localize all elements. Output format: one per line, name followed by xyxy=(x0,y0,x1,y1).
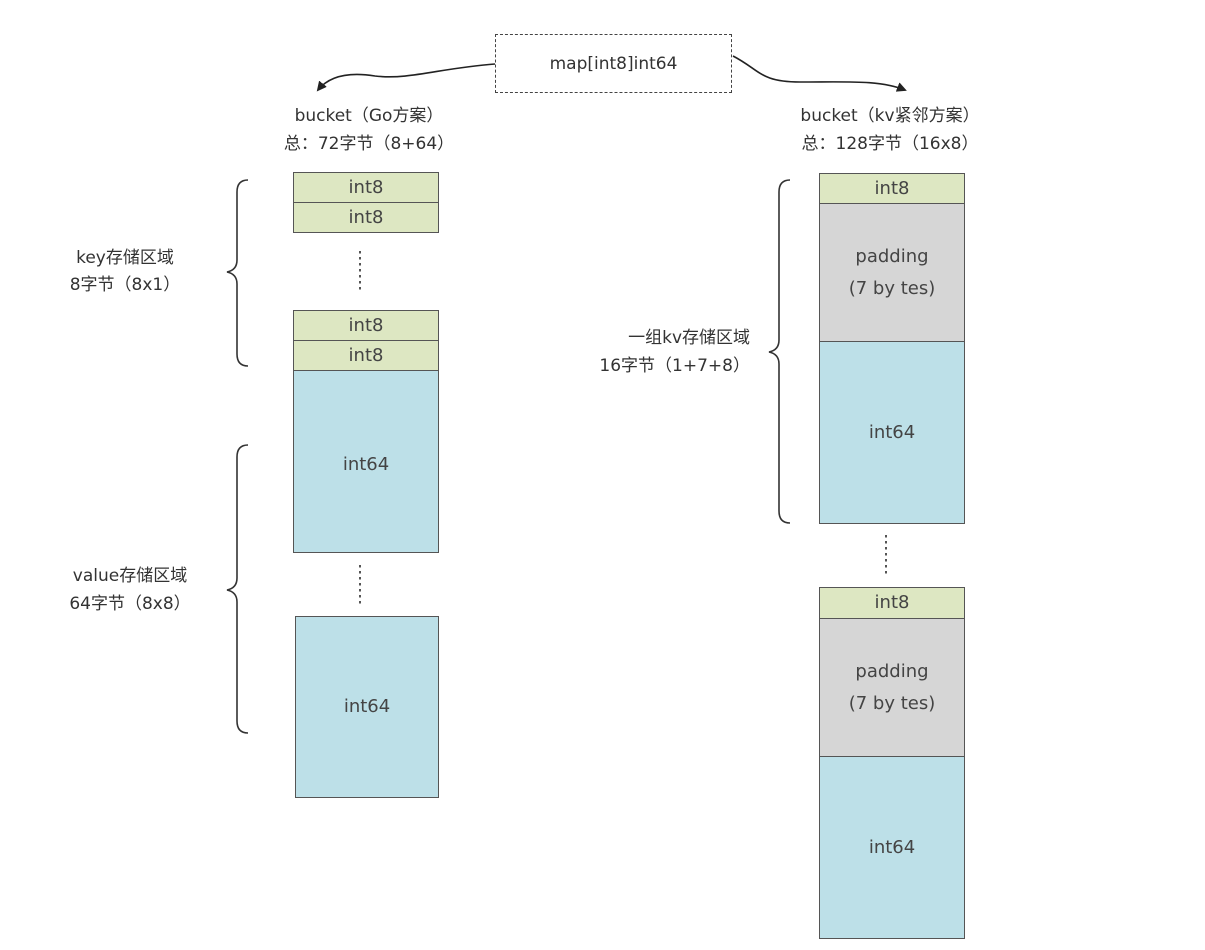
key-region-size: 8字节（8x1） xyxy=(69,275,181,295)
go-value-cell: int64 xyxy=(293,370,439,553)
kv-bucket-total: 总：128字节（16x8） xyxy=(801,134,979,154)
go-key-cell-label: int8 xyxy=(348,206,384,228)
go-value-cell: int64 xyxy=(295,616,439,798)
key-region-brace xyxy=(226,179,249,367)
kv-padding-size: (7 by tes) xyxy=(848,277,936,299)
kv-key-cell: int8 xyxy=(819,173,965,204)
kv-value-cell: int64 xyxy=(819,756,965,939)
kv-group-brace xyxy=(768,179,791,524)
go-key-cell-label: int8 xyxy=(348,344,384,366)
value-region-size: 64字节（8x8） xyxy=(69,594,191,614)
kv-key-cell-label: int8 xyxy=(874,177,910,199)
kv-group-label: 一组kv存储区域 xyxy=(628,328,750,348)
arrow-to-kv-bucket xyxy=(732,55,907,92)
value-region-label: value存储区域 xyxy=(72,566,188,586)
map-type-title: map[int8]int64 xyxy=(495,34,732,93)
go-key-cell-label: int8 xyxy=(348,176,384,198)
go-bucket-heading: bucket（Go方案） xyxy=(294,106,444,126)
go-key-cell: int8 xyxy=(293,202,439,233)
kv-group-size: 16字节（1+7+8） xyxy=(599,356,750,376)
go-value-cell-label: int64 xyxy=(343,696,391,717)
kv-padding-size: (7 by tes) xyxy=(848,692,936,714)
kv-padding-cell: padding (7 by tes) xyxy=(819,618,965,757)
go-key-cell: int8 xyxy=(293,172,439,203)
arrow-to-go-bucket xyxy=(316,63,496,92)
kv-bucket-heading: bucket（kv紧邻方案） xyxy=(800,106,980,126)
kv-padding-label: padding xyxy=(855,245,929,267)
value-region-brace xyxy=(226,444,249,734)
go-key-cell: int8 xyxy=(293,340,439,371)
kv-value-cell-label: int64 xyxy=(868,836,916,858)
go-value-cell-label: int64 xyxy=(342,454,390,475)
go-key-ellipsis xyxy=(359,251,361,293)
go-key-cell: int8 xyxy=(293,310,439,341)
kv-value-cell-label: int64 xyxy=(868,421,916,443)
go-key-cell-label: int8 xyxy=(348,314,384,336)
kv-padding-label: padding xyxy=(855,660,929,682)
key-region-label: key存储区域 xyxy=(76,248,174,268)
kv-padding-cell: padding (7 by tes) xyxy=(819,203,965,342)
kv-group-ellipsis xyxy=(885,535,887,577)
kv-key-cell-label: int8 xyxy=(874,592,910,613)
kv-value-cell: int64 xyxy=(819,341,965,524)
go-bucket-total: 总：72字节（8+64） xyxy=(283,134,455,154)
kv-key-cell: int8 xyxy=(819,587,965,619)
go-value-ellipsis xyxy=(359,565,361,607)
